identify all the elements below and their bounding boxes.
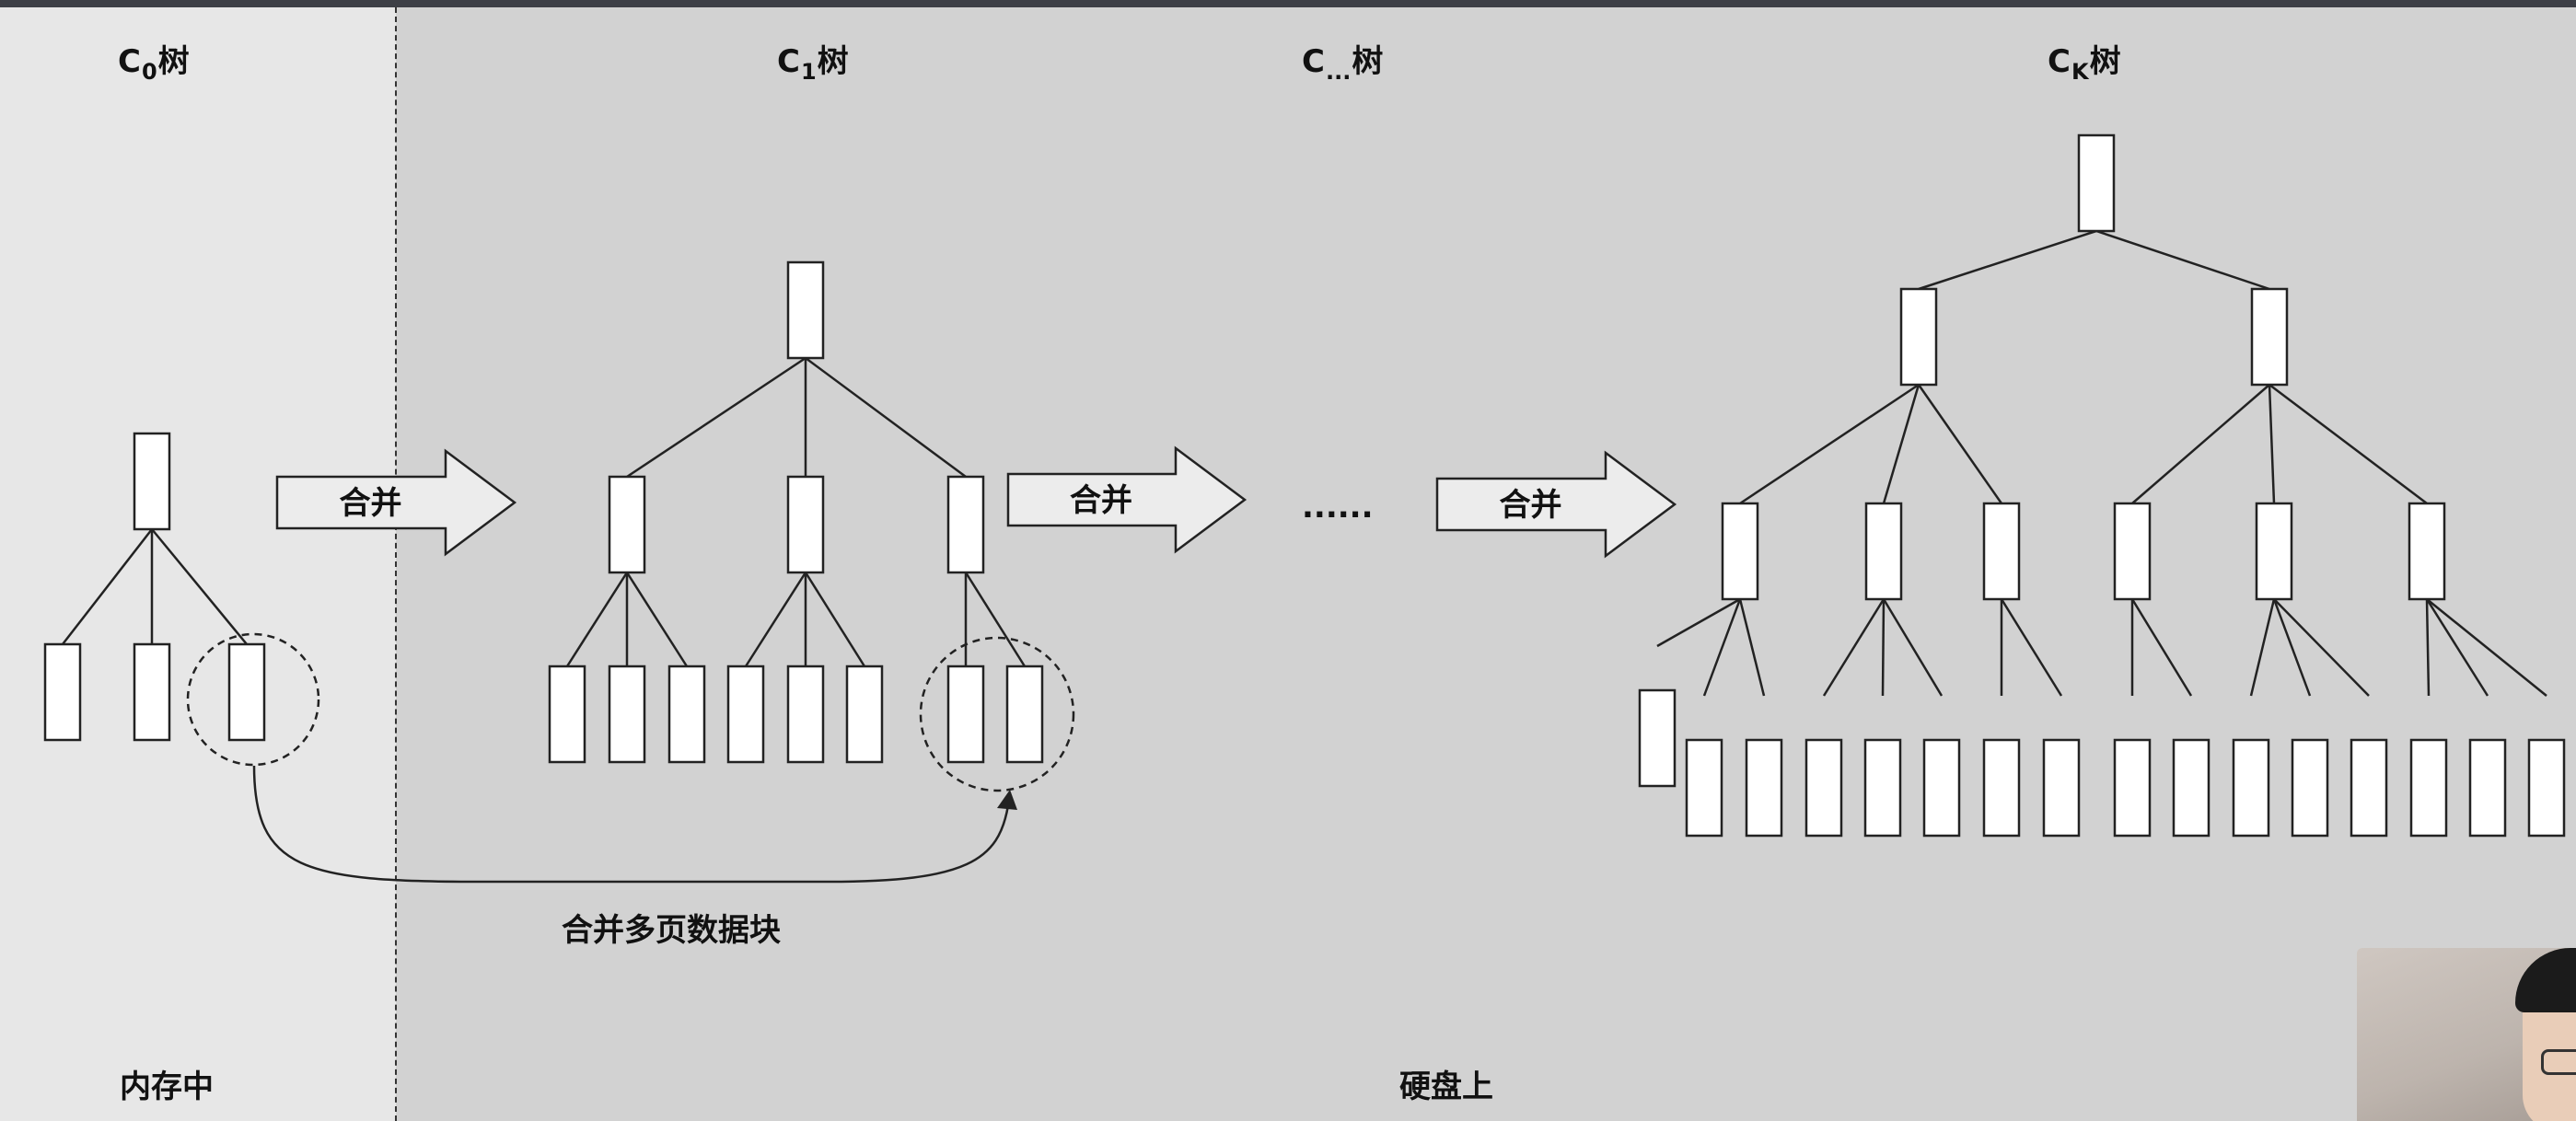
memory-disk-divider (395, 7, 397, 1121)
tree-node (946, 475, 985, 574)
tree-node (946, 665, 985, 764)
tree-node (133, 642, 171, 742)
tree-edge (2249, 598, 2276, 697)
webcam-overlay (2357, 948, 2576, 1121)
merge-pages-label: 合并多页数据块 (562, 912, 781, 949)
tree-node (1721, 502, 1759, 601)
presenter-hair (2515, 948, 2576, 1012)
tree-node (2113, 502, 2152, 601)
tree-edge (2425, 598, 2489, 697)
tree-node (845, 665, 884, 764)
tree-edge (2131, 384, 2270, 504)
tree-node (43, 642, 82, 742)
tree-node (1899, 287, 1938, 387)
tree-node (608, 475, 646, 574)
merge-arrow-3-label: 合并 (1500, 487, 1562, 524)
tree-edge (2095, 229, 2270, 291)
tree-edge (62, 528, 153, 645)
tree-edge (2272, 598, 2312, 697)
tree-node (786, 665, 825, 764)
tree-edge (626, 356, 806, 479)
tree-edge (805, 356, 967, 479)
tree-node (667, 665, 706, 764)
window-top-bar (0, 0, 2576, 7)
tree-title-ck: CK树 (2048, 43, 2121, 85)
tree-edge (2269, 384, 2428, 504)
tree-edge (1918, 229, 2097, 291)
tree-edge (1882, 384, 1920, 504)
tree-edge (625, 572, 689, 667)
tree-title-c1: C1树 (777, 43, 849, 85)
tree-node (726, 665, 765, 764)
disk-zone (396, 7, 2576, 1121)
tree-edge (804, 572, 866, 667)
tree-node (2350, 738, 2388, 838)
tree-node (1982, 738, 2021, 838)
tree-node (1804, 738, 1843, 838)
tree-node (2291, 738, 2329, 838)
tree-node (2409, 738, 2448, 838)
tree-edge (1882, 598, 1944, 697)
tree-edge (151, 528, 248, 645)
merge-arrow-1 (275, 448, 517, 557)
tree-node (786, 260, 825, 360)
tree-edge (1881, 598, 1886, 697)
tree-title-c0: C0树 (118, 43, 190, 85)
merge-arrow-2-label: 合并 (1070, 482, 1132, 519)
tree-node (2468, 738, 2507, 838)
tree-edge (1822, 598, 1886, 697)
merge-arrow-1-label: 合并 (340, 485, 402, 522)
tree-edge (1702, 598, 1742, 697)
tree-node (2077, 133, 2116, 233)
tree-node (2255, 502, 2293, 601)
disk-zone-label: 硬盘上 (1399, 1069, 1493, 1105)
tree-node (2250, 287, 2289, 387)
tree-node (227, 642, 266, 742)
tree-node (1685, 738, 1723, 838)
tree-edge (1739, 383, 1920, 505)
tree-edge (1656, 597, 1741, 648)
tree-node (1005, 665, 1044, 764)
tree-node (2042, 738, 2081, 838)
tree-title-cdots: C...树 (1302, 43, 1384, 85)
tree-node (2408, 502, 2446, 601)
tree-edge (2000, 598, 2063, 697)
tree-edge (2273, 598, 2370, 697)
tree-node (548, 665, 586, 764)
tree-edge (2268, 384, 2276, 504)
c0-leaf-highlight-circle (186, 632, 320, 767)
memory-zone-label: 内存中 (120, 1069, 214, 1105)
tree-node (1982, 502, 2021, 601)
presenter-glasses (2541, 1049, 2576, 1075)
tree-node (2232, 738, 2270, 838)
tree-node (2172, 738, 2210, 838)
tree-node (2527, 738, 2566, 838)
tree-node (1745, 738, 1783, 838)
tree-node (133, 432, 171, 531)
memory-zone (0, 7, 396, 1121)
merge-pages-curve (252, 765, 1010, 884)
tree-node (1638, 688, 1677, 788)
merge-arrow-3 (1435, 450, 1677, 559)
tree-node (1864, 502, 1903, 601)
tree-edge (2426, 598, 2547, 697)
tree-edge (744, 572, 807, 667)
c1-leaf-highlight-circle (919, 636, 1075, 792)
tree-node (2113, 738, 2152, 838)
tree-node (1922, 738, 1961, 838)
tree-edge (1738, 598, 1766, 697)
tree-node (608, 665, 646, 764)
tree-node (786, 475, 825, 574)
ellipsis-label: ...... (1302, 489, 1374, 526)
tree-edge (2425, 598, 2431, 697)
tree-edge (964, 572, 1027, 667)
merge-arrow-2 (1006, 445, 1247, 554)
tree-edge (2130, 598, 2193, 697)
merge-pages-arrowhead (997, 790, 1017, 810)
tree-edge (565, 572, 629, 667)
tree-edge (1917, 384, 2003, 504)
tree-node (1863, 738, 1902, 838)
